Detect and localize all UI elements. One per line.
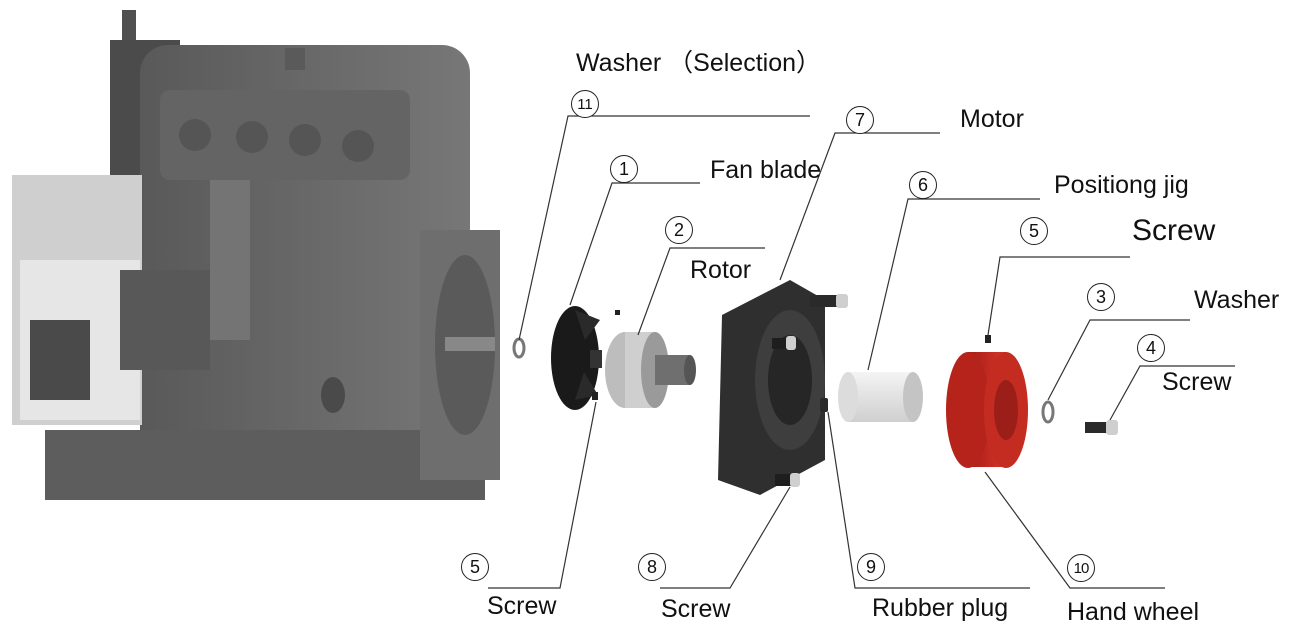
leader-lines [488, 115, 1235, 589]
callout-11: 11 [571, 90, 599, 118]
callout-4: 4 [1137, 334, 1165, 362]
callout-5-bottom: 5 [461, 553, 489, 581]
screw-5-top [985, 335, 991, 343]
label-screw-bottom-mid: Screw [661, 595, 731, 623]
motor [718, 280, 848, 495]
callout-8: 8 [638, 553, 666, 581]
hand-wheel [946, 352, 1028, 468]
callout-6: 6 [909, 171, 937, 199]
positioning-jig [838, 372, 923, 422]
label-rotor: Rotor [690, 256, 752, 284]
machine-body [12, 10, 500, 500]
callout-2: 2 [665, 216, 693, 244]
label-hand-wheel: Hand wheel [1067, 598, 1200, 626]
screw-4 [1085, 420, 1118, 435]
callout-5-top: 5 [1020, 217, 1048, 245]
callout-3: 3 [1087, 283, 1115, 311]
fan-blade [551, 306, 602, 410]
rotor [605, 332, 696, 408]
callout-9: 9 [857, 553, 885, 581]
small-marker [615, 310, 620, 315]
label-fan-blade: Fan blade [710, 156, 822, 184]
label-screw-right: Screw [1162, 368, 1232, 396]
label-rubber-plug: Rubber plug [872, 594, 1009, 622]
label-washer-selection: Washer （Selection） [576, 49, 821, 77]
screw-5-bottom-left [592, 392, 598, 400]
label-motor: Motor [960, 105, 1024, 133]
washer-3 [1041, 400, 1055, 424]
label-screw-top: Screw [1132, 214, 1216, 247]
callout-1: 1 [610, 155, 638, 183]
callout-10: 10 [1067, 554, 1095, 582]
label-washer: Washer [1194, 286, 1280, 314]
washer-11 [512, 337, 526, 359]
rubber-plug-9 [820, 398, 828, 412]
callout-7: 7 [846, 106, 874, 134]
label-positioning-jig: Positiong jig [1054, 171, 1189, 199]
label-screw-bottom-left: Screw [487, 592, 557, 620]
